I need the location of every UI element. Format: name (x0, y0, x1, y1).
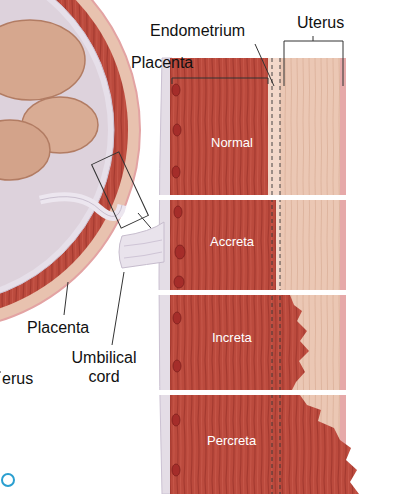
placenta-leader (64, 282, 68, 315)
band-label-box: Accreta (207, 232, 257, 252)
placenta-normal (170, 58, 268, 195)
placenta-bracket (172, 78, 268, 84)
band-label: Percreta (207, 433, 256, 449)
uterus-section (0, 0, 140, 330)
endometrium-leader (255, 44, 274, 86)
part-label: erus (2, 369, 33, 388)
band-label-box: Normal (208, 133, 256, 153)
blood-vessels (172, 84, 185, 476)
placenta-percreta (170, 395, 359, 494)
band-label-box: Percreta (204, 431, 259, 451)
part-label: Endometrium (150, 21, 245, 40)
part-label: Placenta (131, 53, 193, 72)
zoom-box (92, 152, 149, 228)
band-label: Increta (212, 330, 252, 346)
cord-leader (112, 272, 124, 345)
band-label-box: Increta (209, 328, 255, 348)
part-label: Placenta (27, 318, 89, 337)
band-label: Normal (211, 135, 253, 151)
endometrium (268, 58, 280, 195)
part-label: Uterus (297, 13, 344, 32)
band-label: Accreta (210, 234, 254, 250)
placenta-increta (170, 295, 309, 390)
umbilical-cord (119, 222, 164, 268)
placenta-accreta (170, 200, 276, 290)
uterus-bracket (284, 36, 343, 86)
part-label: Umbilical cord (58, 348, 150, 386)
